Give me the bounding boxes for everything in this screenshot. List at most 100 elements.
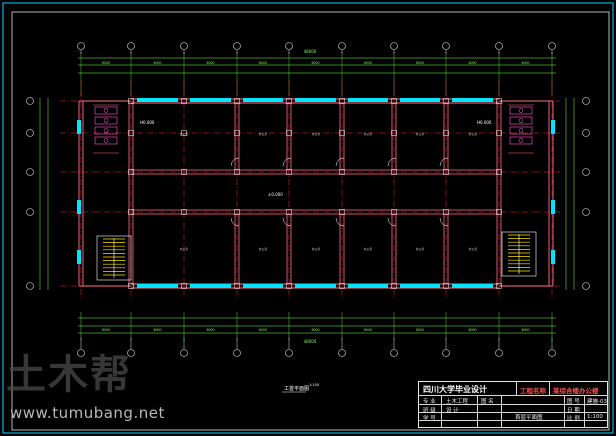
grid-bubble-top-8: [495, 42, 503, 50]
window-end-4: [551, 200, 555, 214]
grid-bubble-left-4: [26, 282, 34, 290]
grid-bubble-top-1: [127, 42, 135, 50]
title-block-sheet-label: 图 号: [567, 399, 580, 405]
grid-bubble-top-4: [285, 42, 293, 50]
window-end-5: [551, 250, 555, 264]
grid-bubble-right-1: [582, 129, 590, 137]
window-south-0: [137, 284, 178, 288]
grid-bubble-right-0: [582, 97, 590, 105]
column-0-2: [128, 169, 134, 175]
toilet-stall-1-1: [509, 116, 533, 125]
column-4-4: [339, 283, 345, 289]
window-south-3: [295, 284, 336, 288]
column-3-1: [286, 130, 292, 136]
column-4-1: [339, 130, 345, 136]
column-4-0: [339, 98, 345, 104]
room-label-5: 办公室: [312, 247, 321, 251]
door-swing-1: [282, 157, 292, 167]
column-1-0: [181, 98, 187, 104]
room-label-8: 办公室: [416, 132, 425, 136]
title-block-drawing-name-label: 图 名: [481, 399, 494, 405]
column-0-0: [128, 98, 134, 104]
floor-plan-label: 工首平面图: [284, 385, 309, 392]
title-block-row-value-1: 土木工程: [446, 399, 469, 405]
dimension-text-bottom-2: 6000: [206, 328, 214, 332]
toilet-stall-0-0: [94, 106, 118, 115]
dimension-text-bottom-8: 6000: [521, 328, 529, 332]
window-north-6: [452, 98, 493, 102]
overall-dimension-bottom: 48000: [304, 339, 317, 344]
room-label-7: 办公室: [364, 247, 373, 251]
column-7-2: [496, 169, 502, 175]
room-label-2: 办公室: [259, 132, 268, 136]
column-3-0: [286, 98, 292, 104]
title-block: 四川大学毕业设计 工程名称 某综合楼办公楼 专 业 班 级 学 号 土木工程 设…: [418, 381, 608, 428]
toilet-stall-1-3: [509, 136, 533, 145]
grid-bubble-top-3: [233, 42, 241, 50]
toilet-stall-1-2: [509, 126, 533, 135]
column-7-0: [496, 98, 502, 104]
column-6-0: [443, 98, 449, 104]
column-2-0: [234, 98, 240, 104]
title-block-date-label: 日 期: [567, 408, 580, 414]
stair-enclosure-1: [501, 231, 537, 277]
floor-plan-scale: 1:100: [309, 383, 319, 387]
watermark-url: www.tumubang.net: [10, 404, 165, 422]
grid-bubble-bottom-2: [180, 349, 188, 357]
column-0-4: [128, 283, 134, 289]
room-label-6: 办公室: [364, 132, 373, 136]
room-label-11: 办公室: [469, 247, 478, 251]
column-3-3: [286, 209, 292, 215]
grid-bubble-bottom-9: [548, 349, 556, 357]
window-south-6: [452, 284, 493, 288]
column-7-1: [496, 130, 502, 136]
overall-dimension-top: 48000: [304, 49, 317, 54]
dimension-text-top-5: 6000: [364, 61, 372, 65]
column-4-3: [339, 209, 345, 215]
toilet-fixture-1-3: [518, 138, 524, 143]
column-2-2: [234, 169, 240, 175]
elevation-label-right: H0.000: [477, 120, 492, 125]
grid-bubble-bottom-0: [77, 349, 85, 357]
plan-layer: 6000600060006000600060006000600060006000…: [26, 42, 590, 357]
window-north-2: [243, 98, 283, 102]
toilet-fixture-1-0: [518, 108, 524, 113]
grid-bubble-top-2: [180, 42, 188, 50]
column-5-4: [391, 283, 397, 289]
column-1-4: [181, 283, 187, 289]
toilet-fixture-0-0: [103, 108, 109, 113]
grid-bubble-bottom-3: [233, 349, 241, 357]
door-swing-7: [335, 217, 345, 227]
title-block-row-label-1: 专 业: [423, 399, 436, 405]
dimension-text-bottom-5: 6000: [364, 328, 372, 332]
room-label-10: 办公室: [469, 132, 478, 136]
column-5-1: [391, 130, 397, 136]
grid-bubble-right-2: [582, 168, 590, 176]
column-2-3: [234, 209, 240, 215]
title-block-row-label-3: 学 号: [423, 416, 436, 422]
grid-bubble-bottom-8: [495, 349, 503, 357]
column-0-3: [128, 209, 134, 215]
column-2-4: [234, 283, 240, 289]
dimension-text-bottom-7: 6000: [468, 328, 476, 332]
title-block-sheet-value: 建施-03: [587, 399, 607, 405]
window-end-0: [77, 120, 81, 134]
grid-bubble-bottom-6: [390, 349, 398, 357]
dimension-text-bottom-3: 6000: [259, 328, 267, 332]
window-south-5: [400, 284, 440, 288]
door-swing-6: [282, 217, 292, 227]
dimension-text-bottom-4: 6000: [311, 328, 319, 332]
grid-bubble-left-0: [26, 97, 34, 105]
dimension-text-bottom-1: 6000: [153, 328, 161, 332]
window-north-5: [400, 98, 440, 102]
title-block-project: 某综合楼办公楼: [553, 387, 599, 395]
grid-bubble-top-5: [338, 42, 346, 50]
column-5-2: [391, 169, 397, 175]
window-end-1: [77, 200, 81, 214]
toilet-fixture-0-2: [103, 128, 109, 133]
door-swing-0: [230, 157, 240, 167]
dimension-text-bottom-6: 6000: [416, 328, 424, 332]
toilet-stall-1-0: [509, 106, 533, 115]
